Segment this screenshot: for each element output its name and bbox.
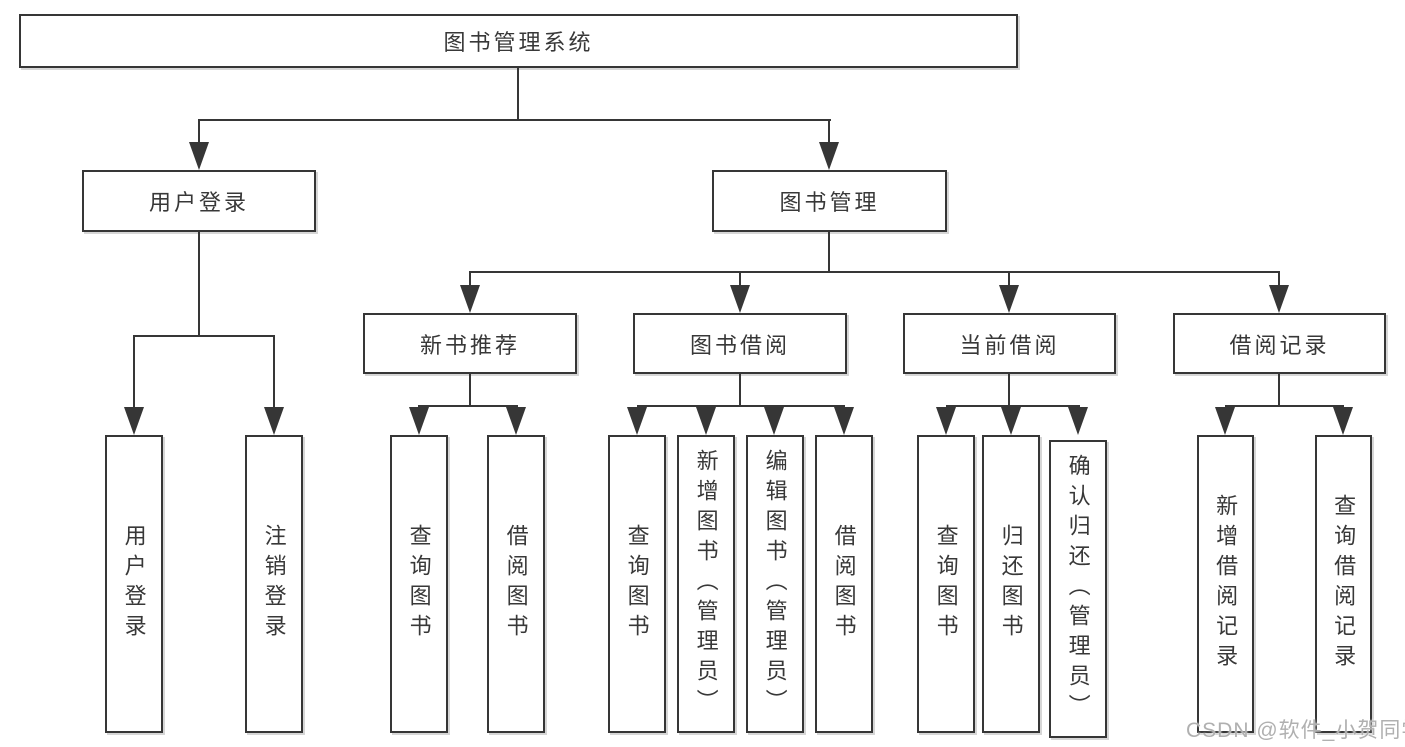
connector-shaft — [1008, 271, 1010, 289]
node-current-borrowing: 当前借阅 — [903, 313, 1116, 374]
connector-hline — [1225, 405, 1344, 407]
arrowhead-down — [1333, 407, 1353, 435]
leaf-query-books-current: 查询图书 — [917, 435, 975, 733]
connector-hline — [469, 271, 1280, 273]
arrowhead-down — [506, 407, 526, 435]
connector-vline — [828, 232, 830, 273]
connector-shaft — [469, 271, 471, 289]
connector-hline — [418, 405, 518, 407]
node-label: 借阅记录 — [1229, 332, 1330, 358]
arrowhead-down — [1269, 285, 1289, 313]
leaf-label: 确认归还（管理员） — [1065, 454, 1091, 724]
arrowhead-down — [1001, 407, 1021, 435]
leaf-label: 归还图书 — [998, 524, 1024, 644]
node-new-book-recommendation: 新书推荐 — [363, 313, 577, 374]
connector-hline — [637, 405, 845, 407]
node-borrowing-records: 借阅记录 — [1173, 313, 1386, 374]
node-user-login: 用户登录 — [82, 170, 316, 232]
arrowhead-down — [189, 142, 209, 170]
arrowhead-down — [819, 142, 839, 170]
connector-vline — [1008, 374, 1010, 407]
leaf-label: 查询图书 — [624, 524, 650, 644]
arrowhead-down — [264, 407, 284, 435]
connector-hline — [133, 335, 275, 337]
arrowhead-down — [1215, 407, 1235, 435]
arrowhead-down — [124, 407, 144, 435]
connector-shaft — [1278, 271, 1280, 289]
leaf-borrow-books-borrowing: 借阅图书 — [815, 435, 873, 733]
connector-hline — [198, 119, 831, 121]
connector-shaft — [739, 271, 741, 289]
leaf-label: 注销登录 — [261, 524, 287, 644]
connector-vline — [1278, 374, 1280, 407]
connector-vline — [739, 374, 741, 407]
leaf-user-login: 用户登录 — [105, 435, 163, 733]
node-label: 新书推荐 — [419, 332, 520, 358]
arrowhead-down — [999, 285, 1019, 313]
leaf-logout: 注销登录 — [245, 435, 303, 733]
arrowhead-down — [764, 407, 784, 435]
leaf-label: 查询借阅记录 — [1331, 494, 1357, 674]
connector-vline — [198, 232, 200, 337]
connector-vline — [469, 374, 471, 407]
arrowhead-down — [936, 407, 956, 435]
leaf-add-borrow-record: 新增借阅记录 — [1197, 435, 1254, 733]
node-label: 当前借阅 — [959, 332, 1060, 358]
node-library-management-system: 图书管理系统 — [19, 14, 1018, 68]
leaf-query-borrow-record: 查询借阅记录 — [1315, 435, 1372, 733]
node-label: 图书借阅 — [689, 332, 790, 358]
leaf-query-books-borrowing: 查询图书 — [608, 435, 666, 733]
node-label: 图书管理系统 — [443, 30, 594, 55]
leaf-return-books: 归还图书 — [982, 435, 1040, 733]
node-label: 用户登录 — [148, 190, 249, 215]
leaf-label: 用户登录 — [121, 524, 147, 644]
arrowhead-down — [627, 407, 647, 435]
connector-shaft — [273, 335, 275, 411]
arrowhead-down — [1068, 407, 1088, 435]
leaf-label: 借阅图书 — [503, 524, 529, 644]
leaf-label: 新增图书（管理员） — [693, 449, 719, 719]
leaf-label: 借阅图书 — [831, 524, 857, 644]
node-book-management: 图书管理 — [712, 170, 947, 232]
connector-shaft — [133, 335, 135, 411]
leaf-confirm-return-admin: 确认归还（管理员） — [1049, 440, 1107, 738]
leaf-edit-book-admin: 编辑图书（管理员） — [746, 435, 804, 733]
leaf-add-book-admin: 新增图书（管理员） — [677, 435, 735, 733]
node-book-borrowing: 图书借阅 — [633, 313, 847, 374]
leaf-query-books-recommend: 查询图书 — [390, 435, 448, 733]
connector-hline — [946, 405, 1080, 407]
leaf-label: 查询图书 — [933, 524, 959, 644]
node-label: 图书管理 — [779, 190, 880, 215]
arrowhead-down — [834, 407, 854, 435]
arrowhead-down — [696, 407, 716, 435]
leaf-borrow-books-recommend: 借阅图书 — [487, 435, 545, 733]
leaf-label: 编辑图书（管理员） — [762, 449, 788, 719]
connector-shaft — [198, 119, 200, 145]
connector-shaft — [828, 119, 830, 145]
arrowhead-down — [409, 407, 429, 435]
leaf-label: 新增借阅记录 — [1213, 494, 1239, 674]
watermark: CSDN @软件_小贺同学 — [1186, 719, 1405, 742]
arrowhead-down — [730, 285, 750, 313]
arrowhead-down — [460, 285, 480, 313]
connector-vline — [517, 68, 519, 119]
leaf-label: 查询图书 — [406, 524, 432, 644]
